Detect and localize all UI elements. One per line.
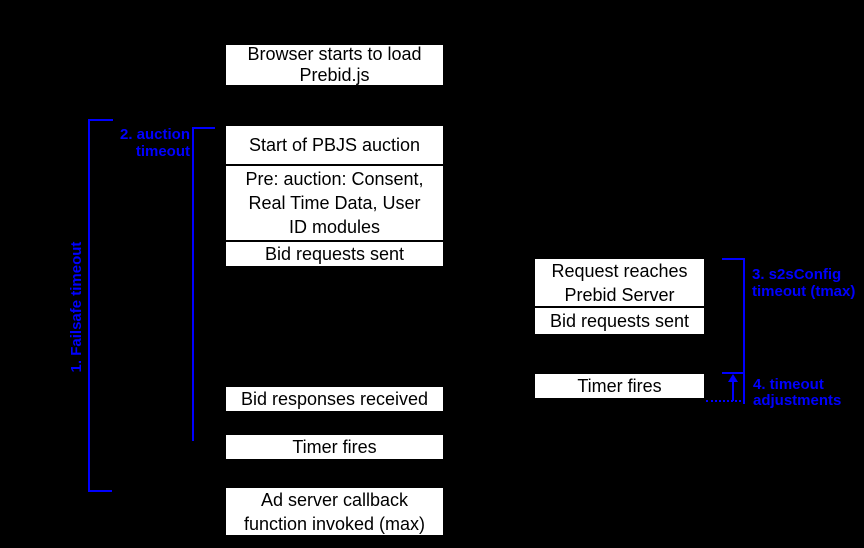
box-bid-requests-sent-server: Bid requests sent [534, 307, 705, 335]
failsafe-bracket-line [88, 119, 90, 492]
box-timer-fires-page: Timer fires [225, 434, 444, 460]
s2sconfig-timeout-label: 3. s2sConfig timeout (tmax) [752, 266, 856, 300]
box-browser-load: Browser starts to load Prebid.js [225, 44, 444, 86]
timeout-adjustments-label: 4. timeout adjustments [753, 376, 842, 409]
box-start-auction: Start of PBJS auction [225, 125, 444, 165]
auction-stack: Start of PBJS auction Pre: auction: Cons… [225, 125, 444, 267]
failsafe-bracket-bottom-tick [88, 490, 112, 492]
s2sconfig-bracket-mid-tick [722, 372, 745, 374]
auction-bracket-line [192, 127, 194, 441]
box-ad-server-callback: Ad server callback function invoked (max… [225, 487, 444, 536]
up-arrow-head-icon [728, 374, 738, 382]
box-bid-requests-sent: Bid requests sent [225, 241, 444, 267]
failsafe-timeout-label: 1. Failsafe timeout [68, 241, 85, 373]
box-request-reaches-server: Request reaches Prebid Server [534, 258, 705, 307]
auction-bracket-top-tick [192, 127, 215, 129]
s2sconfig-bracket-top-tick [722, 258, 745, 260]
up-arrow-icon [732, 381, 734, 401]
box-timer-fires-server: Timer fires [534, 373, 705, 399]
box-pre-auction-modules: Pre: auction: Consent, Real Time Data, U… [225, 165, 444, 241]
box-bid-responses-received: Bid responses received [225, 386, 444, 412]
s2sconfig-bracket-line [743, 258, 745, 404]
server-stack: Request reaches Prebid Server Bid reques… [534, 258, 705, 335]
timeout-adjustment-dotted-line [706, 400, 745, 402]
failsafe-bracket-top-tick [88, 119, 113, 121]
auction-timeout-label: 2. auction timeout [119, 126, 190, 160]
